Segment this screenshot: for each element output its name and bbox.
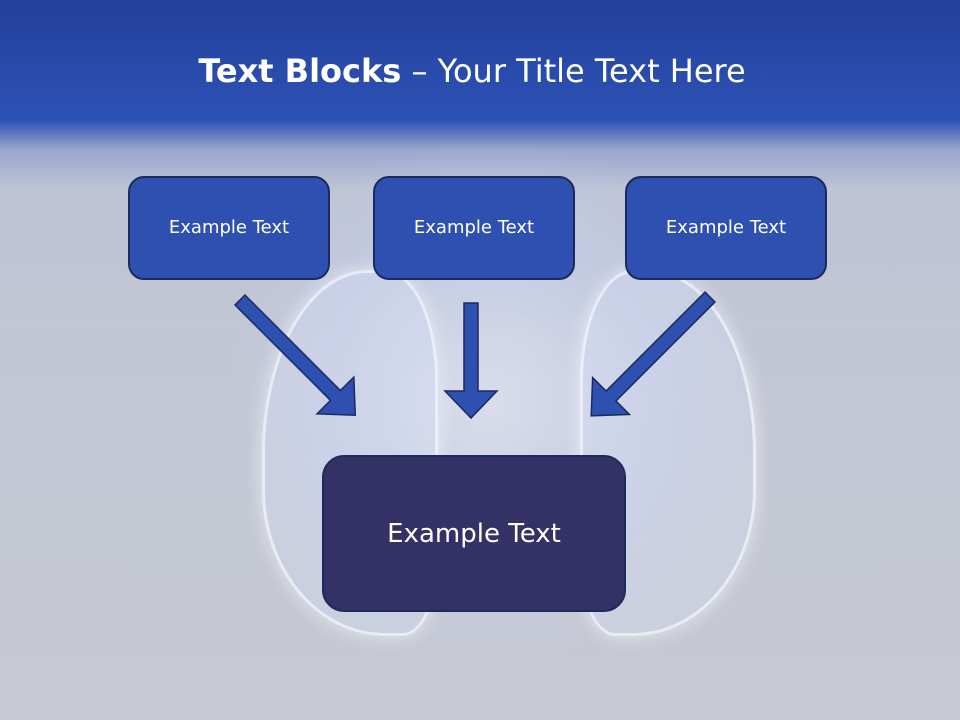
arrow-down-right-icon <box>233 293 357 417</box>
arrow-down-left-icon <box>590 290 717 417</box>
text-block-1-label: Example Text <box>168 216 290 238</box>
slide-title: Text Blocks – Your Title Text Here <box>0 52 944 90</box>
text-block-2[interactable]: Example Text <box>373 176 575 280</box>
text-block-3[interactable]: Example Text <box>625 176 827 280</box>
arrow-down-icon <box>443 302 499 420</box>
title-bold: Text Blocks <box>198 52 402 90</box>
target-text-block-label: Example Text <box>387 518 561 549</box>
text-block-3-label: Example Text <box>665 216 787 238</box>
text-block-1[interactable]: Example Text <box>128 176 330 280</box>
title-rest: – Your Title Text Here <box>401 52 746 90</box>
target-text-block[interactable]: Example Text <box>322 455 626 612</box>
text-block-2-label: Example Text <box>413 216 535 238</box>
